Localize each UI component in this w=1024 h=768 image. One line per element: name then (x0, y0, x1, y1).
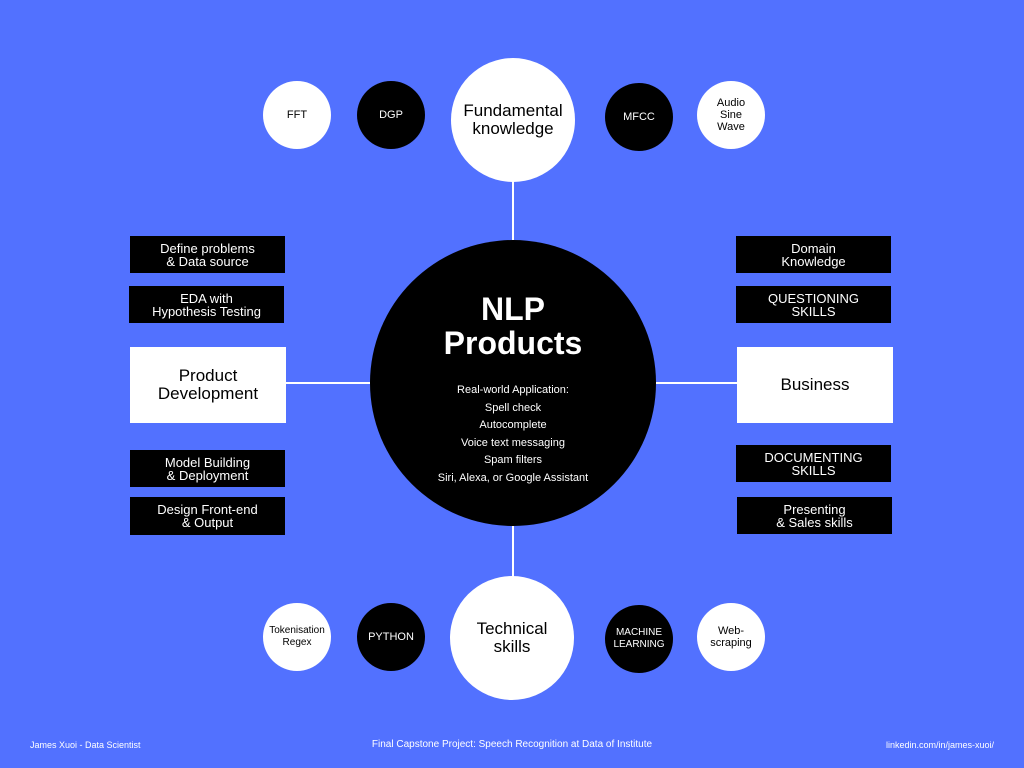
documenting-skills-box: DOCUMENTING SKILLS (736, 445, 891, 482)
eda-hypothesis-box: EDA with Hypothesis Testing (129, 286, 284, 323)
technical-skills-label: Technical skills (476, 619, 548, 656)
mfcc-node: MFCC (605, 83, 673, 151)
footer-link: linkedin.com/in/james-xuoi/ (885, 740, 994, 750)
technical-skills-node: Technical skills (450, 576, 574, 700)
hub-application-heading: Real-world Application: (457, 384, 569, 396)
hub-applications-list: Real-world Application: Spell check Auto… (370, 382, 656, 488)
hub-title: NLP Products (443, 291, 583, 361)
domain-knowledge-box: Domain Knowledge (736, 236, 891, 273)
product-development-box: Product Development (130, 347, 286, 423)
web-scraping-node: Web-scraping (697, 603, 765, 671)
hub-application-item: Spam filters (483, 454, 543, 467)
hub-application-item: Spell check (484, 401, 542, 414)
business-box: Business (737, 347, 893, 423)
hub-application-item: Siri, Alexa, or Google Assistant (437, 471, 589, 484)
hub-application-item: Voice text messaging (461, 436, 565, 449)
dgp-node: DGP (357, 81, 425, 149)
audio-sine-wave-node: Audio Sine Wave (697, 81, 765, 149)
fft-node: FFT (263, 81, 331, 149)
fundamental-knowledge-node: Fundamental knowledge (451, 58, 575, 182)
footer-author: James Xuoi - Data Scientist (30, 740, 141, 750)
connector-right (654, 382, 738, 384)
nlp-products-hub: NLP Products Real-world Application: Spe… (370, 240, 656, 526)
presenting-sales-box: Presenting & Sales skills (737, 497, 892, 534)
hub-application-item: Autocomplete (479, 419, 547, 432)
define-problems-box: Define problems & Data source (130, 236, 285, 273)
questioning-skills-box: QUESTIONING SKILLS (736, 286, 891, 323)
design-front-end-box: Design Front-end & Output (130, 497, 285, 535)
footer-project: Final Capstone Project: Speech Recogniti… (371, 739, 653, 750)
machine-learning-node: MACHINE LEARNING (605, 605, 673, 673)
connector-bottom (512, 524, 514, 580)
connector-left (284, 382, 372, 384)
python-node: PYTHON (357, 603, 425, 671)
tokenisation-regex-node: Tokenisation Regex (263, 603, 331, 671)
fundamental-knowledge-label: Fundamental knowledge (463, 101, 563, 138)
model-building-box: Model Building & Deployment (130, 450, 285, 487)
connector-top (512, 180, 514, 242)
